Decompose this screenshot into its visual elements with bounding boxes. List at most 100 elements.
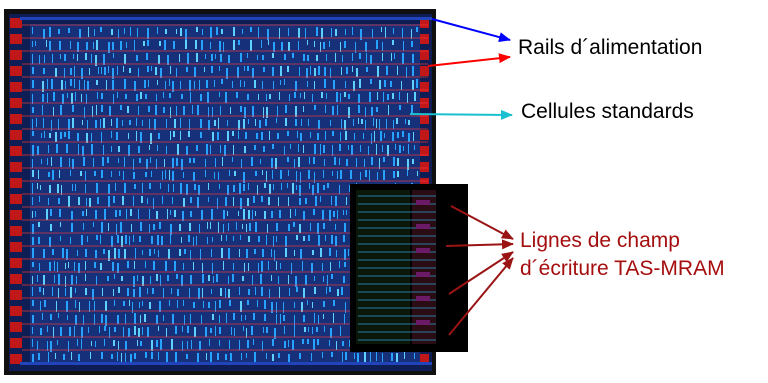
cell-stripe bbox=[310, 66, 311, 75]
cell-stripe bbox=[323, 223, 325, 229]
cell-stripe bbox=[247, 198, 249, 206]
cell-stripe bbox=[114, 248, 116, 259]
cell-stripe bbox=[295, 209, 296, 216]
cell-stripe bbox=[255, 222, 257, 232]
cell-stripe bbox=[36, 118, 37, 127]
cell-stripe bbox=[346, 197, 347, 205]
cell-stripe bbox=[287, 157, 289, 162]
cell-stripe bbox=[202, 274, 204, 283]
io-pad bbox=[10, 338, 22, 348]
cell-stripe bbox=[236, 222, 237, 230]
cell-stripe bbox=[330, 68, 331, 78]
cell-stripe bbox=[176, 106, 177, 116]
cell-stripe bbox=[120, 105, 122, 110]
cell-stripe bbox=[130, 27, 131, 36]
cell-stripe bbox=[71, 275, 73, 285]
cell-stripe bbox=[134, 184, 136, 189]
cell-stripe bbox=[58, 288, 59, 298]
cell-stripe bbox=[255, 287, 256, 295]
cell-stripe bbox=[46, 209, 48, 220]
cell-stripe bbox=[144, 314, 146, 322]
cell-stripe bbox=[57, 340, 58, 345]
cell-stripe bbox=[323, 185, 325, 190]
cell-stripe bbox=[225, 92, 227, 103]
cell-stripe bbox=[156, 159, 157, 169]
cell-stripe bbox=[35, 41, 36, 46]
cell-stripe bbox=[280, 66, 282, 76]
cell-stripe bbox=[284, 341, 286, 348]
cell-stripe bbox=[256, 133, 258, 139]
cell-stripe bbox=[95, 120, 97, 128]
cell-stripe bbox=[290, 209, 291, 218]
cell-stripe bbox=[288, 170, 289, 176]
cell-stripe bbox=[335, 196, 337, 206]
cell-stripe bbox=[201, 315, 202, 324]
cell-stripe bbox=[156, 274, 158, 281]
cell-stripe bbox=[74, 326, 75, 337]
cell-stripe bbox=[298, 41, 299, 50]
cell-stripe bbox=[252, 106, 254, 117]
cell-stripe bbox=[108, 42, 110, 53]
cell-stripe bbox=[122, 120, 123, 126]
cell-stripe bbox=[63, 354, 65, 360]
cell-stripe bbox=[107, 157, 109, 163]
cell-stripe bbox=[299, 353, 301, 359]
cell-stripe bbox=[392, 40, 394, 45]
cell-stripe bbox=[103, 54, 105, 65]
cell-stripe bbox=[32, 94, 33, 104]
cell-stripe bbox=[247, 300, 249, 305]
cell-stripe bbox=[165, 170, 166, 179]
cell-stripe bbox=[276, 302, 277, 313]
cell-stripe bbox=[277, 133, 279, 139]
cell-stripe bbox=[156, 94, 157, 101]
cell-stripe bbox=[322, 210, 324, 220]
cell-stripe bbox=[241, 315, 242, 321]
cell-stripe bbox=[407, 93, 408, 103]
cell-stripe bbox=[81, 327, 83, 338]
cell-stripe bbox=[183, 106, 185, 115]
cell-stripe bbox=[147, 28, 149, 39]
cell-stripe bbox=[158, 250, 159, 257]
cell-stripe bbox=[336, 341, 337, 350]
cell-stripe bbox=[48, 145, 49, 153]
io-pad bbox=[420, 34, 429, 44]
cell-stripe bbox=[127, 106, 129, 113]
cell-stripe bbox=[240, 80, 241, 87]
cell-stripe bbox=[272, 170, 273, 179]
cell-stripe bbox=[133, 172, 135, 179]
cell-stripe bbox=[32, 327, 33, 334]
cell-stripe bbox=[104, 339, 105, 346]
tas-mram-array bbox=[356, 190, 410, 344]
io-pad bbox=[10, 242, 22, 252]
cell-stripe bbox=[54, 261, 55, 271]
cell-stripe bbox=[148, 80, 149, 87]
cell-stripe bbox=[202, 29, 203, 35]
cell-stripe bbox=[279, 287, 280, 298]
cell-stripe bbox=[220, 288, 222, 296]
cell-stripe bbox=[226, 235, 227, 241]
cell-stripe bbox=[365, 170, 367, 177]
cell-stripe bbox=[111, 354, 113, 359]
cell-stripe bbox=[172, 81, 174, 92]
cell-stripe bbox=[306, 68, 308, 78]
cell-stripe bbox=[91, 144, 93, 155]
cell-stripe bbox=[165, 261, 167, 271]
cell-stripe bbox=[171, 339, 173, 350]
cell-stripe bbox=[305, 28, 306, 39]
cell-stripe bbox=[32, 131, 34, 136]
cell-stripe bbox=[77, 339, 78, 346]
cell-stripe bbox=[113, 94, 114, 104]
cell-stripe bbox=[402, 28, 403, 38]
cell-stripe bbox=[199, 224, 200, 233]
cell-stripe bbox=[127, 288, 129, 296]
cell-stripe bbox=[196, 27, 198, 32]
cell-stripe bbox=[58, 274, 60, 285]
cell-stripe bbox=[146, 53, 148, 60]
cell-stripe bbox=[299, 224, 301, 233]
cell-stripe bbox=[105, 301, 107, 311]
cell-stripe bbox=[149, 145, 150, 150]
cell-stripe bbox=[233, 197, 234, 206]
cell-stripe bbox=[37, 275, 38, 282]
cell-stripe bbox=[151, 236, 153, 244]
cell-stripe bbox=[64, 54, 66, 61]
